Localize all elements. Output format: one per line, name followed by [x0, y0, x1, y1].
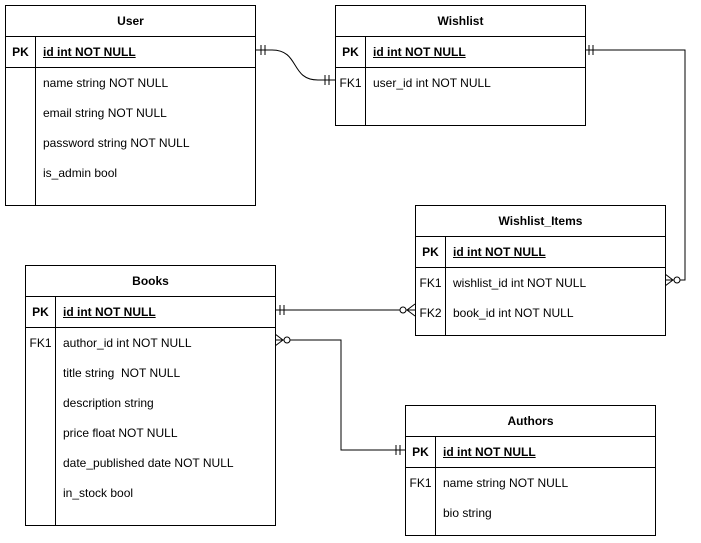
- key-column-divider: [336, 37, 366, 126]
- key-label: FK1: [339, 76, 362, 90]
- primary-key-row: PK id int NOT NULL: [416, 237, 665, 268]
- field-name: user_id int NOT NULL: [373, 76, 491, 90]
- key-label: PK: [12, 45, 29, 59]
- field-name: bio string: [443, 506, 492, 520]
- field-name: id int NOT NULL: [443, 445, 536, 459]
- field-name: title string NOT NULL: [63, 366, 181, 380]
- field-name: book_id int NOT NULL: [453, 306, 574, 320]
- entity-title: Books: [26, 266, 275, 297]
- key-label: FK1: [29, 336, 52, 350]
- attribute-row: is_admin bool: [6, 158, 255, 188]
- attribute-row: date_published date NOT NULL: [26, 448, 275, 478]
- key-label: PK: [342, 45, 359, 59]
- field-name: id int NOT NULL: [63, 305, 156, 319]
- attribute-row: name string NOT NULL: [6, 68, 255, 98]
- attribute-row: FK1 wishlist_id int NOT NULL: [416, 268, 665, 298]
- key-column-divider: [6, 37, 36, 206]
- entity-books[interactable]: Books PK id int NOT NULL FK1 author_id i…: [25, 265, 276, 526]
- attribute-row: price float NOT NULL: [26, 418, 275, 448]
- entity-title: User: [6, 6, 255, 37]
- relationship-user-wishlist: [255, 45, 335, 85]
- attribute-row: email string NOT NULL: [6, 98, 255, 128]
- field-name: id int NOT NULL: [43, 45, 136, 59]
- field-name: id int NOT NULL: [453, 245, 546, 259]
- field-name: name string NOT NULL: [43, 76, 169, 90]
- key-column-divider: [26, 297, 56, 526]
- field-name: date_published date NOT NULL: [63, 456, 234, 470]
- field-name: author_id int NOT NULL: [63, 336, 192, 350]
- entity-title: Wishlist: [336, 6, 585, 37]
- entity-authors[interactable]: Authors PK id int NOT NULL FK1 name stri…: [405, 405, 656, 536]
- entity-wishlist[interactable]: Wishlist PK id int NOT NULL FK1 user_id …: [335, 5, 586, 126]
- field-name: wishlist_id int NOT NULL: [453, 276, 587, 290]
- attribute-row: FK1 user_id int NOT NULL: [336, 68, 585, 98]
- entity-title: Wishlist_Items: [416, 206, 665, 237]
- field-name: email string NOT NULL: [43, 106, 167, 120]
- attribute-row: FK2 book_id int NOT NULL: [416, 298, 665, 328]
- key-label: PK: [412, 445, 429, 459]
- key-label: FK1: [409, 476, 432, 490]
- attribute-row: title string NOT NULL: [26, 358, 275, 388]
- relationship-wishlist-wishlistitems: [585, 45, 686, 287]
- attribute-row: description string: [26, 388, 275, 418]
- primary-key-row: PK id int NOT NULL: [406, 437, 655, 468]
- key-label: FK1: [419, 276, 442, 290]
- attribute-row: password string NOT NULL: [6, 128, 255, 158]
- field-name: password string NOT NULL: [43, 136, 190, 150]
- primary-key-row: PK id int NOT NULL: [26, 297, 275, 328]
- attribute-row: in_stock bool: [26, 478, 275, 508]
- key-label: PK: [32, 305, 49, 319]
- field-name: id int NOT NULL: [373, 45, 466, 59]
- relationship-authors-books: [274, 333, 405, 455]
- attribute-row: bio string: [406, 498, 655, 528]
- key-label: PK: [422, 245, 439, 259]
- entity-title: Authors: [406, 406, 655, 437]
- primary-key-row: PK id int NOT NULL: [336, 37, 585, 68]
- relationship-books-wishlistitems: [275, 303, 416, 317]
- field-name: name string NOT NULL: [443, 476, 569, 490]
- field-name: in_stock bool: [63, 486, 134, 500]
- field-name: is_admin bool: [43, 166, 118, 180]
- key-column-divider: [416, 237, 446, 336]
- primary-key-row: PK id int NOT NULL: [6, 37, 255, 68]
- key-column-divider: [406, 437, 436, 536]
- key-label: FK2: [419, 306, 442, 320]
- field-name: price float NOT NULL: [63, 426, 178, 440]
- entity-wishlist-items[interactable]: Wishlist_Items PK id int NOT NULL FK1 wi…: [415, 205, 666, 336]
- attribute-row: FK1 name string NOT NULL: [406, 468, 655, 498]
- attribute-row: FK1 author_id int NOT NULL: [26, 328, 275, 358]
- entity-user[interactable]: User PK id int NOT NULL name string NOT …: [5, 5, 256, 206]
- field-name: description string: [63, 396, 154, 410]
